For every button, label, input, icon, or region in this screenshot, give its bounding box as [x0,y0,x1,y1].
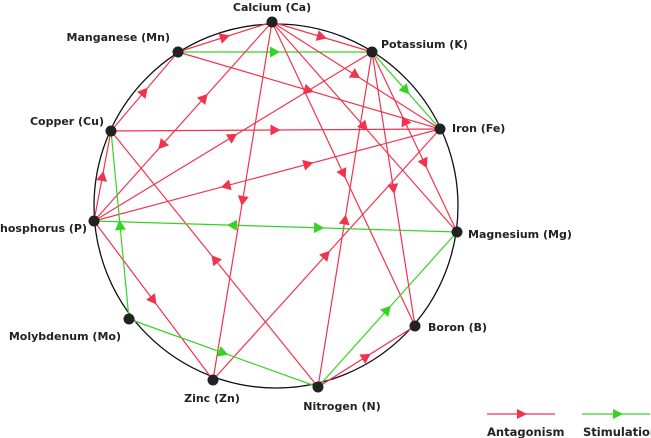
arrow-icon-p-to-fe [302,159,314,171]
node-label: Nitrogen (N) [303,400,380,413]
node-label: Molybdenum (Mo) [9,330,121,343]
legend-antagonism-label: Antagonism [487,425,564,438]
legend: Antagonism Stimulation [487,409,651,438]
arrow-icon-ca-to-k [315,30,327,41]
edge-ca-p [93,21,273,222]
legend-antagonism: Antagonism [487,409,564,438]
node-dot [451,226,463,238]
node-label: Phosphorus (P) [0,222,87,235]
node-b: Boron (B) [409,320,487,334]
node-mg: Magnesium (Mg) [451,226,572,241]
arrow-icon-mn-to-k [270,46,280,58]
edge-p-mg [93,220,458,233]
node-dot [366,46,378,58]
arrow-icon-ca-to-p [158,137,170,150]
arrow-icon-ca-to-zn [237,195,249,206]
node-dot [266,16,278,28]
node-label: Copper (Cu) [30,115,104,128]
arrow-icon-p-to-k [225,133,238,144]
arrow-icon-ca-to-b [336,167,347,179]
arrow-icon-n-to-b [359,353,371,364]
node-dot [88,215,100,227]
arrow-icon-n-to-cu [211,255,222,267]
node-dot [172,46,184,58]
arrow-icon-cu-to-mn [137,87,148,99]
node-dot [105,125,117,137]
arrow-icon-mn-to-ca [218,33,230,44]
arrow-icon-mg-to-k [401,115,412,128]
node-mn: Manganese (Mn) [67,31,184,58]
node-label: Zinc (Zn) [184,392,240,405]
node-dot [207,374,219,386]
legend-antagonism-arrow-icon [517,409,527,419]
arrow-icon-k-to-mg [417,156,428,169]
arrow-icon-k-to-fe [398,83,410,95]
node-label: Boron (B) [428,321,487,334]
node-cu: Copper (Cu) [30,115,117,137]
arrow-icon-p-to-cu [96,171,107,182]
node-label: Magnesium (Mg) [468,228,572,241]
node-dot [434,123,446,135]
node-label: Manganese (Mn) [67,31,170,44]
arrow-icon-ca-to-fe [348,68,361,79]
arrow-icon-p-to-zn [146,293,157,305]
node-label: Potassium (K) [381,38,468,51]
node-dot [123,313,135,325]
node-k: Potassium (K) [366,38,468,58]
nodes-layer: Calcium (Ca) Manganese (Mn) Potassium (K) C… [0,1,572,413]
arrow-icon-k-to-b [387,183,399,194]
arrow-icon-mg-to-p [226,219,238,231]
node-fe: Iron (Fe) [434,122,505,135]
arrow-icon-mo-to-n [216,346,229,357]
node-dot [409,320,421,332]
arrow-icon-fe-to-p [220,179,232,191]
node-label: Calcium (Ca) [233,1,311,14]
node-dot [312,381,324,393]
edge-k-mg [371,51,458,233]
edge-p-fe [93,128,441,222]
arrow-icon-mo-to-cu [115,220,126,231]
arrow-icon-n-to-mg [380,305,391,317]
node-ca: Calcium (Ca) [233,1,311,28]
legend-stimulation-label: Stimulation [583,425,651,438]
node-p: Phosphorus (P) [0,215,100,235]
node-mo: Molybdenum (Mo) [9,313,135,343]
arrow-icon-n-to-k [338,214,350,226]
legend-stimulation-arrow-icon [613,409,623,419]
node-zn: Zinc (Zn) [184,374,240,405]
arrow-icon-p-to-ca [196,93,208,106]
arrow-icon-cu-to-fe [270,124,281,136]
node-n: Nitrogen (N) [303,381,381,413]
arrow-icon-zn-to-fe [319,250,330,262]
arrow-icon-p-to-mg [313,222,325,234]
arrow-icon-ca-to-mg [357,119,368,131]
legend-stimulation: Stimulation [582,409,651,438]
edges-layer [93,21,458,388]
node-label: Iron (Fe) [452,122,505,135]
